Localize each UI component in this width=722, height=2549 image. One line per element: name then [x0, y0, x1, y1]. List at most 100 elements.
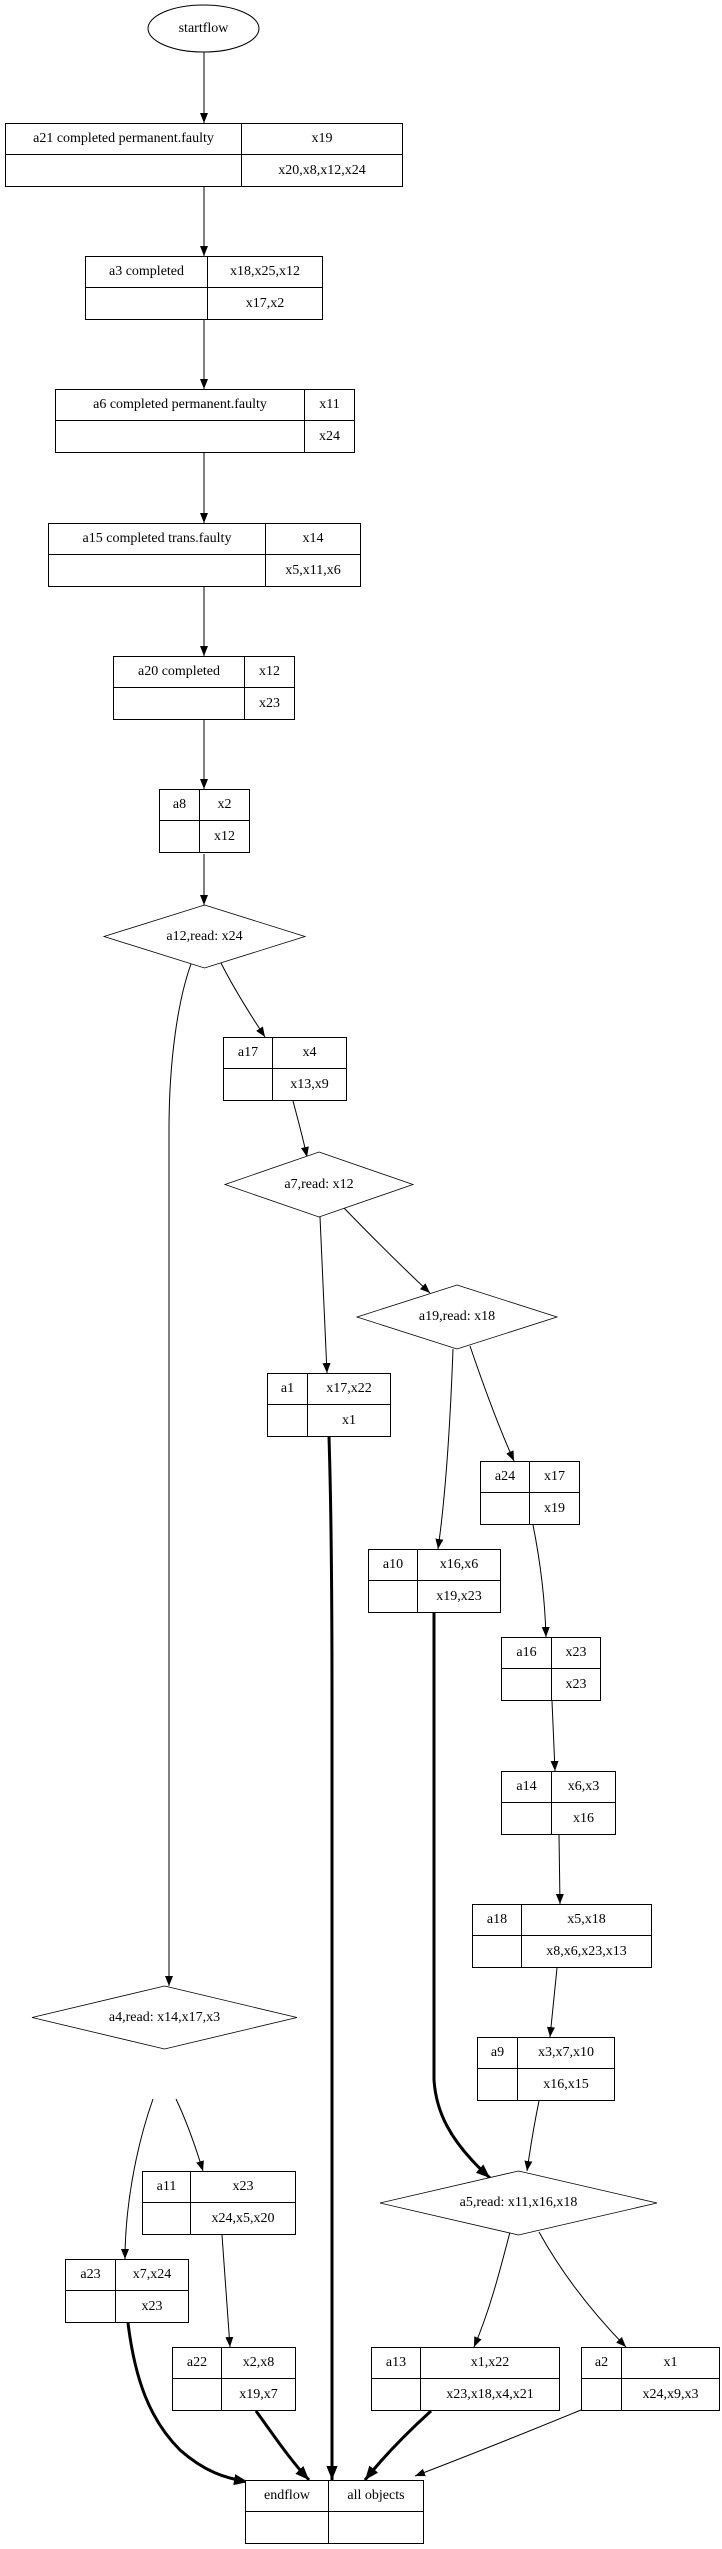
activity-bottom-vars: x23,x18,x4,x21	[446, 2386, 534, 2402]
activity-bottom-vars	[329, 2512, 423, 2543]
activity-name: a9	[478, 2038, 518, 2069]
activity-name: a16	[502, 1638, 552, 1669]
activity-top-vars: x1,x22	[421, 2348, 559, 2379]
activity-empty-cell	[268, 1405, 308, 1436]
activity-top-vars: x12	[245, 657, 294, 688]
activity-bottom-vars: x23	[141, 2298, 163, 2314]
activity-bottom-vars: x19,x23	[436, 1588, 482, 1604]
activity-top-vars: x2,x8	[222, 2348, 295, 2379]
edge-a1-to-endflow	[326, 1436, 338, 2480]
activity-empty-cell	[114, 688, 245, 719]
activity-top-vars: x4	[273, 1038, 346, 1069]
activity-name: a2	[582, 2348, 622, 2379]
activity-bottom-vars: x8,x6,x23,x13	[546, 1943, 627, 1959]
activity-top-vars: x1	[622, 2348, 719, 2379]
activity-empty-cell	[372, 2379, 421, 2410]
activity-empty-cell	[66, 2291, 116, 2322]
edge-a22-to-endflow	[254, 2410, 311, 2482]
activity-empty-cell	[56, 421, 305, 452]
decision-a12-label: a12,read: x24	[166, 928, 243, 944]
activity-top-vars: x14	[266, 524, 360, 555]
start-node-label: startflow	[178, 20, 229, 36]
activity-top-vars: all objects	[329, 2481, 423, 2512]
edge-a5-to-a13	[473, 2231, 511, 2348]
activity-empty-cell	[224, 1069, 273, 1100]
activity-name: a11	[143, 2172, 191, 2203]
decision-a5-label: a5,read: x11,x16,x18	[459, 2195, 578, 2210]
activity-empty-cell	[6, 155, 242, 186]
activity-name: a24	[481, 1462, 530, 1493]
start-node-shape	[147, 4, 260, 53]
decision-a4-shape	[31, 1985, 298, 2050]
edge-a24-to-a16	[532, 1524, 550, 1638]
activity-top-vars: x11	[305, 390, 354, 421]
activity-top-vars: x19	[242, 124, 402, 155]
activity-name: a6 completed permanent.faulty	[56, 390, 305, 421]
activity-empty-cell	[173, 2379, 222, 2410]
activity-bottom-vars: x19,x7	[239, 2386, 278, 2402]
activity-name: a15 completed trans.faulty	[49, 524, 266, 555]
activity-bottom-vars: x5,x11,x6	[285, 562, 341, 578]
activity-bottom-vars: x16	[573, 1810, 594, 1826]
activity-empty-cell	[86, 288, 208, 319]
activity-bottom-vars: x24	[319, 428, 340, 444]
activity-top-vars: x6,x3	[552, 1772, 615, 1803]
activity-name: a21 completed permanent.faulty	[6, 124, 242, 155]
activity-name: a10	[369, 1550, 418, 1581]
activity-name: a18	[473, 1905, 522, 1936]
edge-a14-to-a18	[555, 1834, 564, 1905]
activity-name: a14	[502, 1772, 552, 1803]
activity-top-vars: x23	[552, 1638, 600, 1669]
activity-top-vars: x18,x25,x12	[208, 257, 322, 288]
decision-a7-shape	[223, 1151, 415, 1218]
activity-bottom-vars: x23	[565, 1676, 587, 1692]
activity-empty-cell	[481, 1493, 530, 1524]
activity-bottom-vars: x13,x9	[290, 1076, 329, 1092]
activity-bottom-vars: x24,x9,x3	[642, 2386, 699, 2402]
activity-name: a22	[173, 2348, 222, 2379]
activity-bottom-vars: x12	[214, 828, 235, 844]
activity-name: a13	[372, 2348, 421, 2379]
activity-bottom-vars: x23	[259, 695, 280, 711]
decision-a7-label: a7,read: x12	[284, 1176, 354, 1192]
activity-empty-cell	[582, 2379, 622, 2410]
activity-name: a20 completed	[114, 657, 245, 688]
edge-a17-to-a7	[292, 1100, 309, 1158]
activity-bottom-vars: x20,x8,x12,x24	[278, 162, 366, 178]
activity-empty-cell	[478, 2069, 518, 2100]
edge-a4-to-a11	[175, 2098, 204, 2172]
activity-empty-cell	[49, 555, 266, 586]
activity-top-vars: x3,x7,x10	[518, 2038, 614, 2069]
activity-bottom-vars: x19	[544, 1500, 565, 1516]
activity-top-vars: x17,x22	[308, 1374, 390, 1405]
edge-a12-to-a17	[220, 962, 266, 1038]
activity-top-vars: x2	[200, 790, 249, 821]
edge-a10-to-a5	[432, 1613, 492, 2180]
activity-name: a3 completed	[86, 257, 208, 288]
decision-a19-label: a19,read: x18	[418, 1309, 496, 1324]
activity-name: a1	[268, 1374, 308, 1405]
decision-a4-label: a4,read: x14,x17,x3	[108, 2009, 221, 2025]
edge-a2-to-endflow	[414, 2409, 582, 2477]
activity-empty-cell	[502, 1669, 552, 1700]
edge-a19-to-a10	[435, 1348, 454, 1550]
decision-a5-shape	[379, 2170, 658, 2236]
activity-top-vars: x7,x24	[116, 2260, 188, 2291]
